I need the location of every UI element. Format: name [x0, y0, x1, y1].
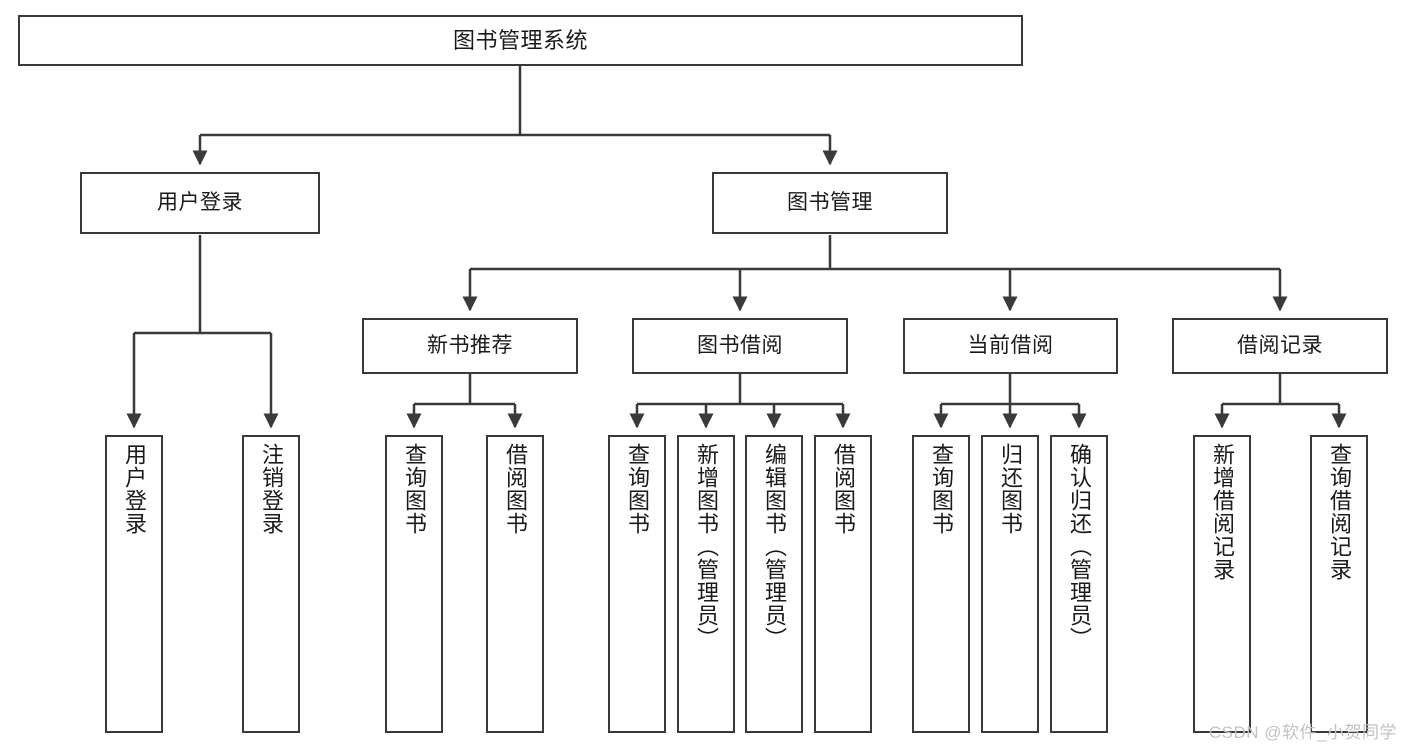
leaf-user-login-login[interactable]: 用户登录: [105, 435, 163, 733]
leaf-borrow-query-book[interactable]: 查询图书: [608, 435, 666, 733]
node-label: 借阅图书: [502, 443, 528, 535]
node-label: 查询借阅记录: [1326, 443, 1352, 581]
node-label: 借阅图书: [830, 443, 856, 535]
leaf-current-query-book[interactable]: 查询图书: [912, 435, 970, 733]
node-label: 编辑图书（管理员）: [761, 443, 787, 650]
leaf-recommend-query-book[interactable]: 查询图书: [385, 435, 443, 733]
node-label: 图书管理系统: [452, 27, 588, 53]
node-label: 查询图书: [401, 443, 427, 535]
leaf-record-add-borrow-record[interactable]: 新增借阅记录: [1193, 435, 1251, 733]
node-book-borrow[interactable]: 图书借阅: [632, 318, 848, 374]
leaf-borrow-borrow-book[interactable]: 借阅图书: [814, 435, 872, 733]
node-book-management[interactable]: 图书管理: [712, 172, 948, 234]
node-root-book-management-system[interactable]: 图书管理系统: [18, 15, 1023, 66]
node-label: 借阅记录: [1237, 333, 1323, 357]
node-borrow-record[interactable]: 借阅记录: [1172, 318, 1388, 374]
node-label: 确认归还（管理员）: [1066, 443, 1092, 650]
node-label: 图书借阅: [697, 333, 783, 357]
leaf-current-confirm-return-admin[interactable]: 确认归还（管理员）: [1050, 435, 1108, 733]
node-new-book-recommend[interactable]: 新书推荐: [362, 318, 578, 374]
node-label: 查询图书: [624, 443, 650, 535]
node-label: 新增借阅记录: [1209, 443, 1235, 581]
leaf-record-query-borrow-record[interactable]: 查询借阅记录: [1310, 435, 1368, 733]
node-label: 当前借阅: [967, 333, 1054, 357]
node-label: 注销登录: [258, 443, 284, 535]
leaf-borrow-edit-book-admin[interactable]: 编辑图书（管理员）: [745, 435, 803, 733]
leaf-user-login-logout[interactable]: 注销登录: [242, 435, 300, 733]
node-label: 图书管理: [787, 190, 873, 214]
node-label: 新书推荐: [427, 333, 513, 357]
leaf-borrow-add-book-admin[interactable]: 新增图书（管理员）: [677, 435, 735, 733]
node-label: 查询图书: [928, 443, 954, 535]
leaf-current-return-book[interactable]: 归还图书: [981, 435, 1039, 733]
leaf-recommend-borrow-book[interactable]: 借阅图书: [486, 435, 544, 733]
node-label: 用户登录: [157, 190, 243, 214]
node-label: 归还图书: [997, 443, 1023, 535]
node-label: 新增图书（管理员）: [693, 443, 719, 650]
node-current-borrow[interactable]: 当前借阅: [903, 318, 1118, 374]
node-label: 用户登录: [121, 443, 147, 535]
node-user-login[interactable]: 用户登录: [80, 172, 320, 234]
